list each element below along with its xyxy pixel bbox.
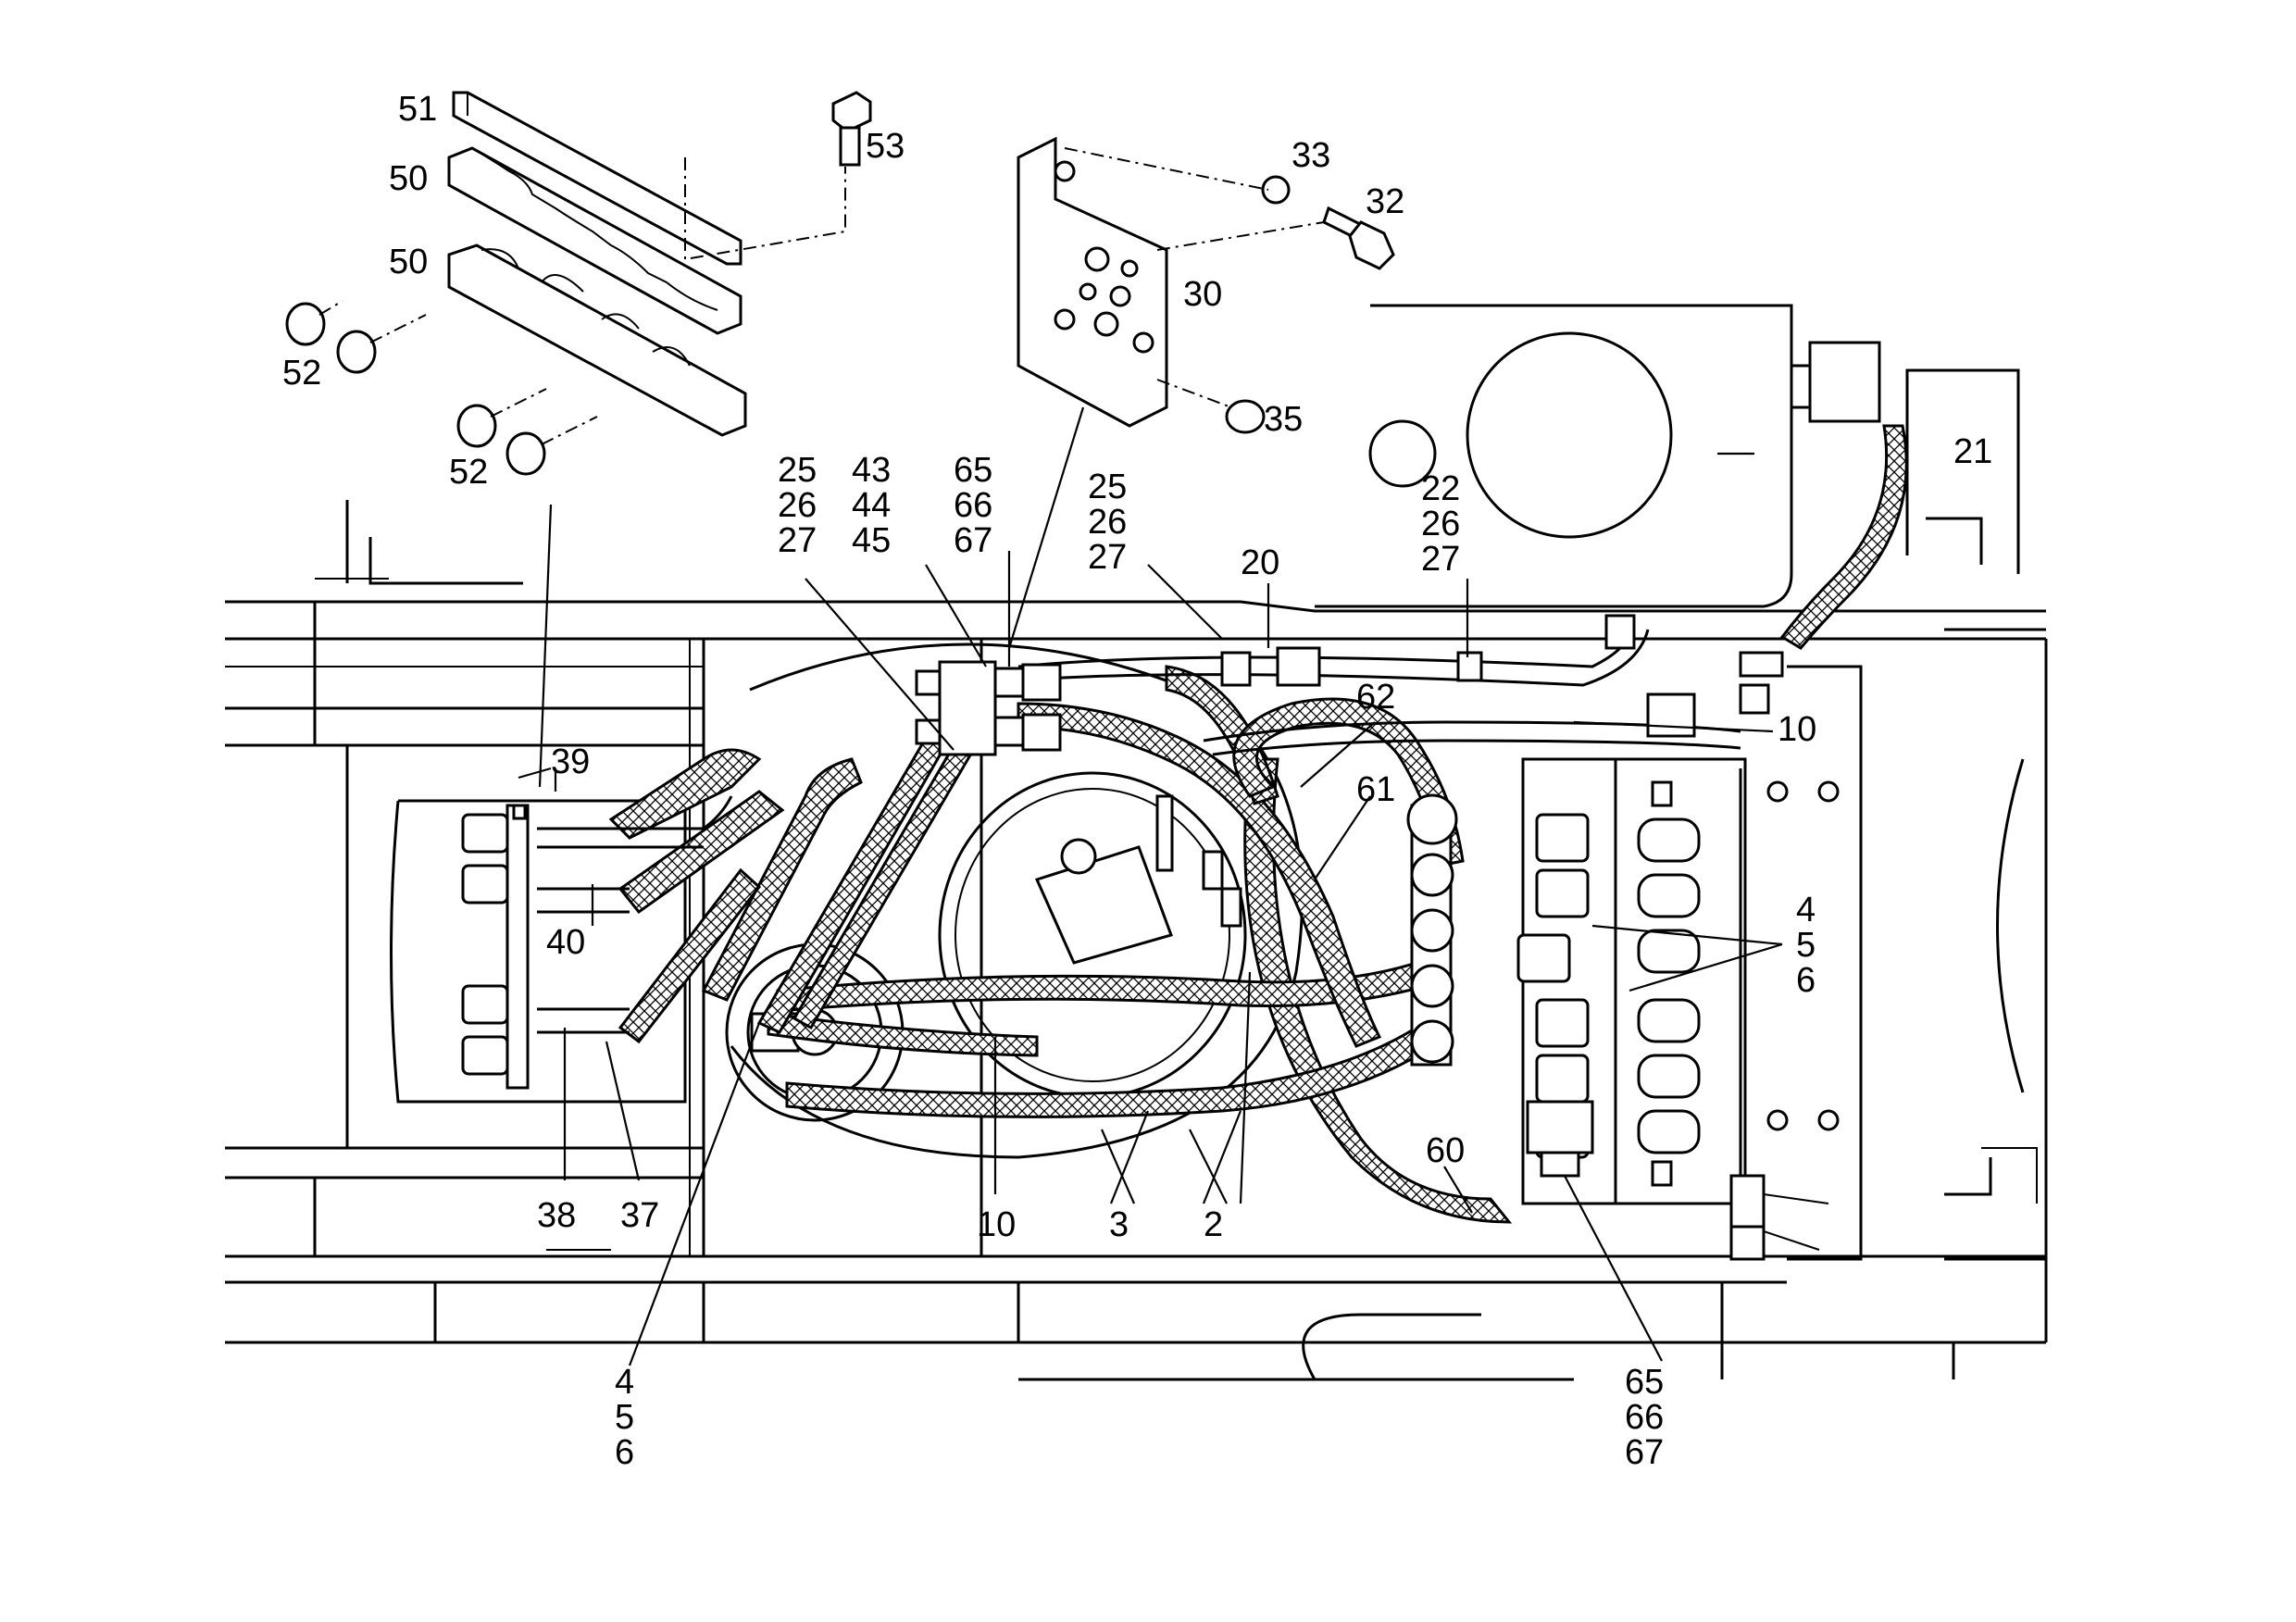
callout-52-lower: 52 (449, 453, 488, 492)
callout-group-22-26-27: 22 26 27 (1421, 469, 1470, 579)
callout-10-bottom: 10 (977, 1205, 1016, 1244)
callout-38: 38 (537, 1196, 576, 1235)
callout-3: 3 (1109, 1205, 1129, 1244)
callout-51: 51 (398, 90, 437, 129)
callout-21: 21 (1953, 432, 1992, 471)
callout-group-65-66-67-top: 65 66 67 (954, 451, 1003, 560)
callout-group-25-26-27-center: 25 26 27 (1088, 468, 1137, 577)
callout-20: 20 (1241, 543, 1279, 582)
leader-lines (518, 406, 1783, 1366)
control-valve-bank (1406, 683, 1840, 1261)
exploded-mounting-plate (1017, 136, 1395, 434)
hydraulic-hoses (537, 424, 1908, 1224)
callout-group-4-5-6-right: 4 5 6 (1796, 891, 1826, 1000)
callout-group-25-26-27-left: 25 26 27 (778, 451, 827, 560)
callout-40: 40 (546, 923, 585, 962)
callout-labels: 51 50 50 52 52 53 33 32 30 35 21 25 26 2… (282, 90, 1992, 1472)
callout-33: 33 (1292, 136, 1330, 175)
callout-2: 2 (1204, 1205, 1223, 1244)
callout-60: 60 (1426, 1131, 1465, 1170)
callout-50-upper: 50 (389, 159, 428, 198)
upper-fitting-block (915, 614, 1784, 928)
callout-10-right: 10 (1778, 710, 1816, 749)
exploded-clamp-assembly (285, 91, 872, 476)
callout-50-lower: 50 (389, 243, 428, 281)
callout-32: 32 (1366, 182, 1404, 221)
callout-30: 30 (1183, 275, 1222, 314)
callout-53: 53 (866, 127, 905, 166)
callout-62: 62 (1356, 678, 1395, 717)
left-pipe-manifold (461, 804, 530, 1090)
callout-group-65-66-67-bottom: 65 66 67 (1625, 1363, 1674, 1472)
callout-group-4-5-6-bottom: 4 5 6 (615, 1363, 644, 1472)
callout-35: 35 (1264, 400, 1303, 439)
callout-39: 39 (551, 742, 590, 781)
callout-61: 61 (1356, 770, 1395, 809)
callout-group-43-44-45: 43 44 45 (852, 451, 901, 560)
callout-52-upper: 52 (282, 354, 321, 393)
callout-37: 37 (620, 1196, 659, 1235)
